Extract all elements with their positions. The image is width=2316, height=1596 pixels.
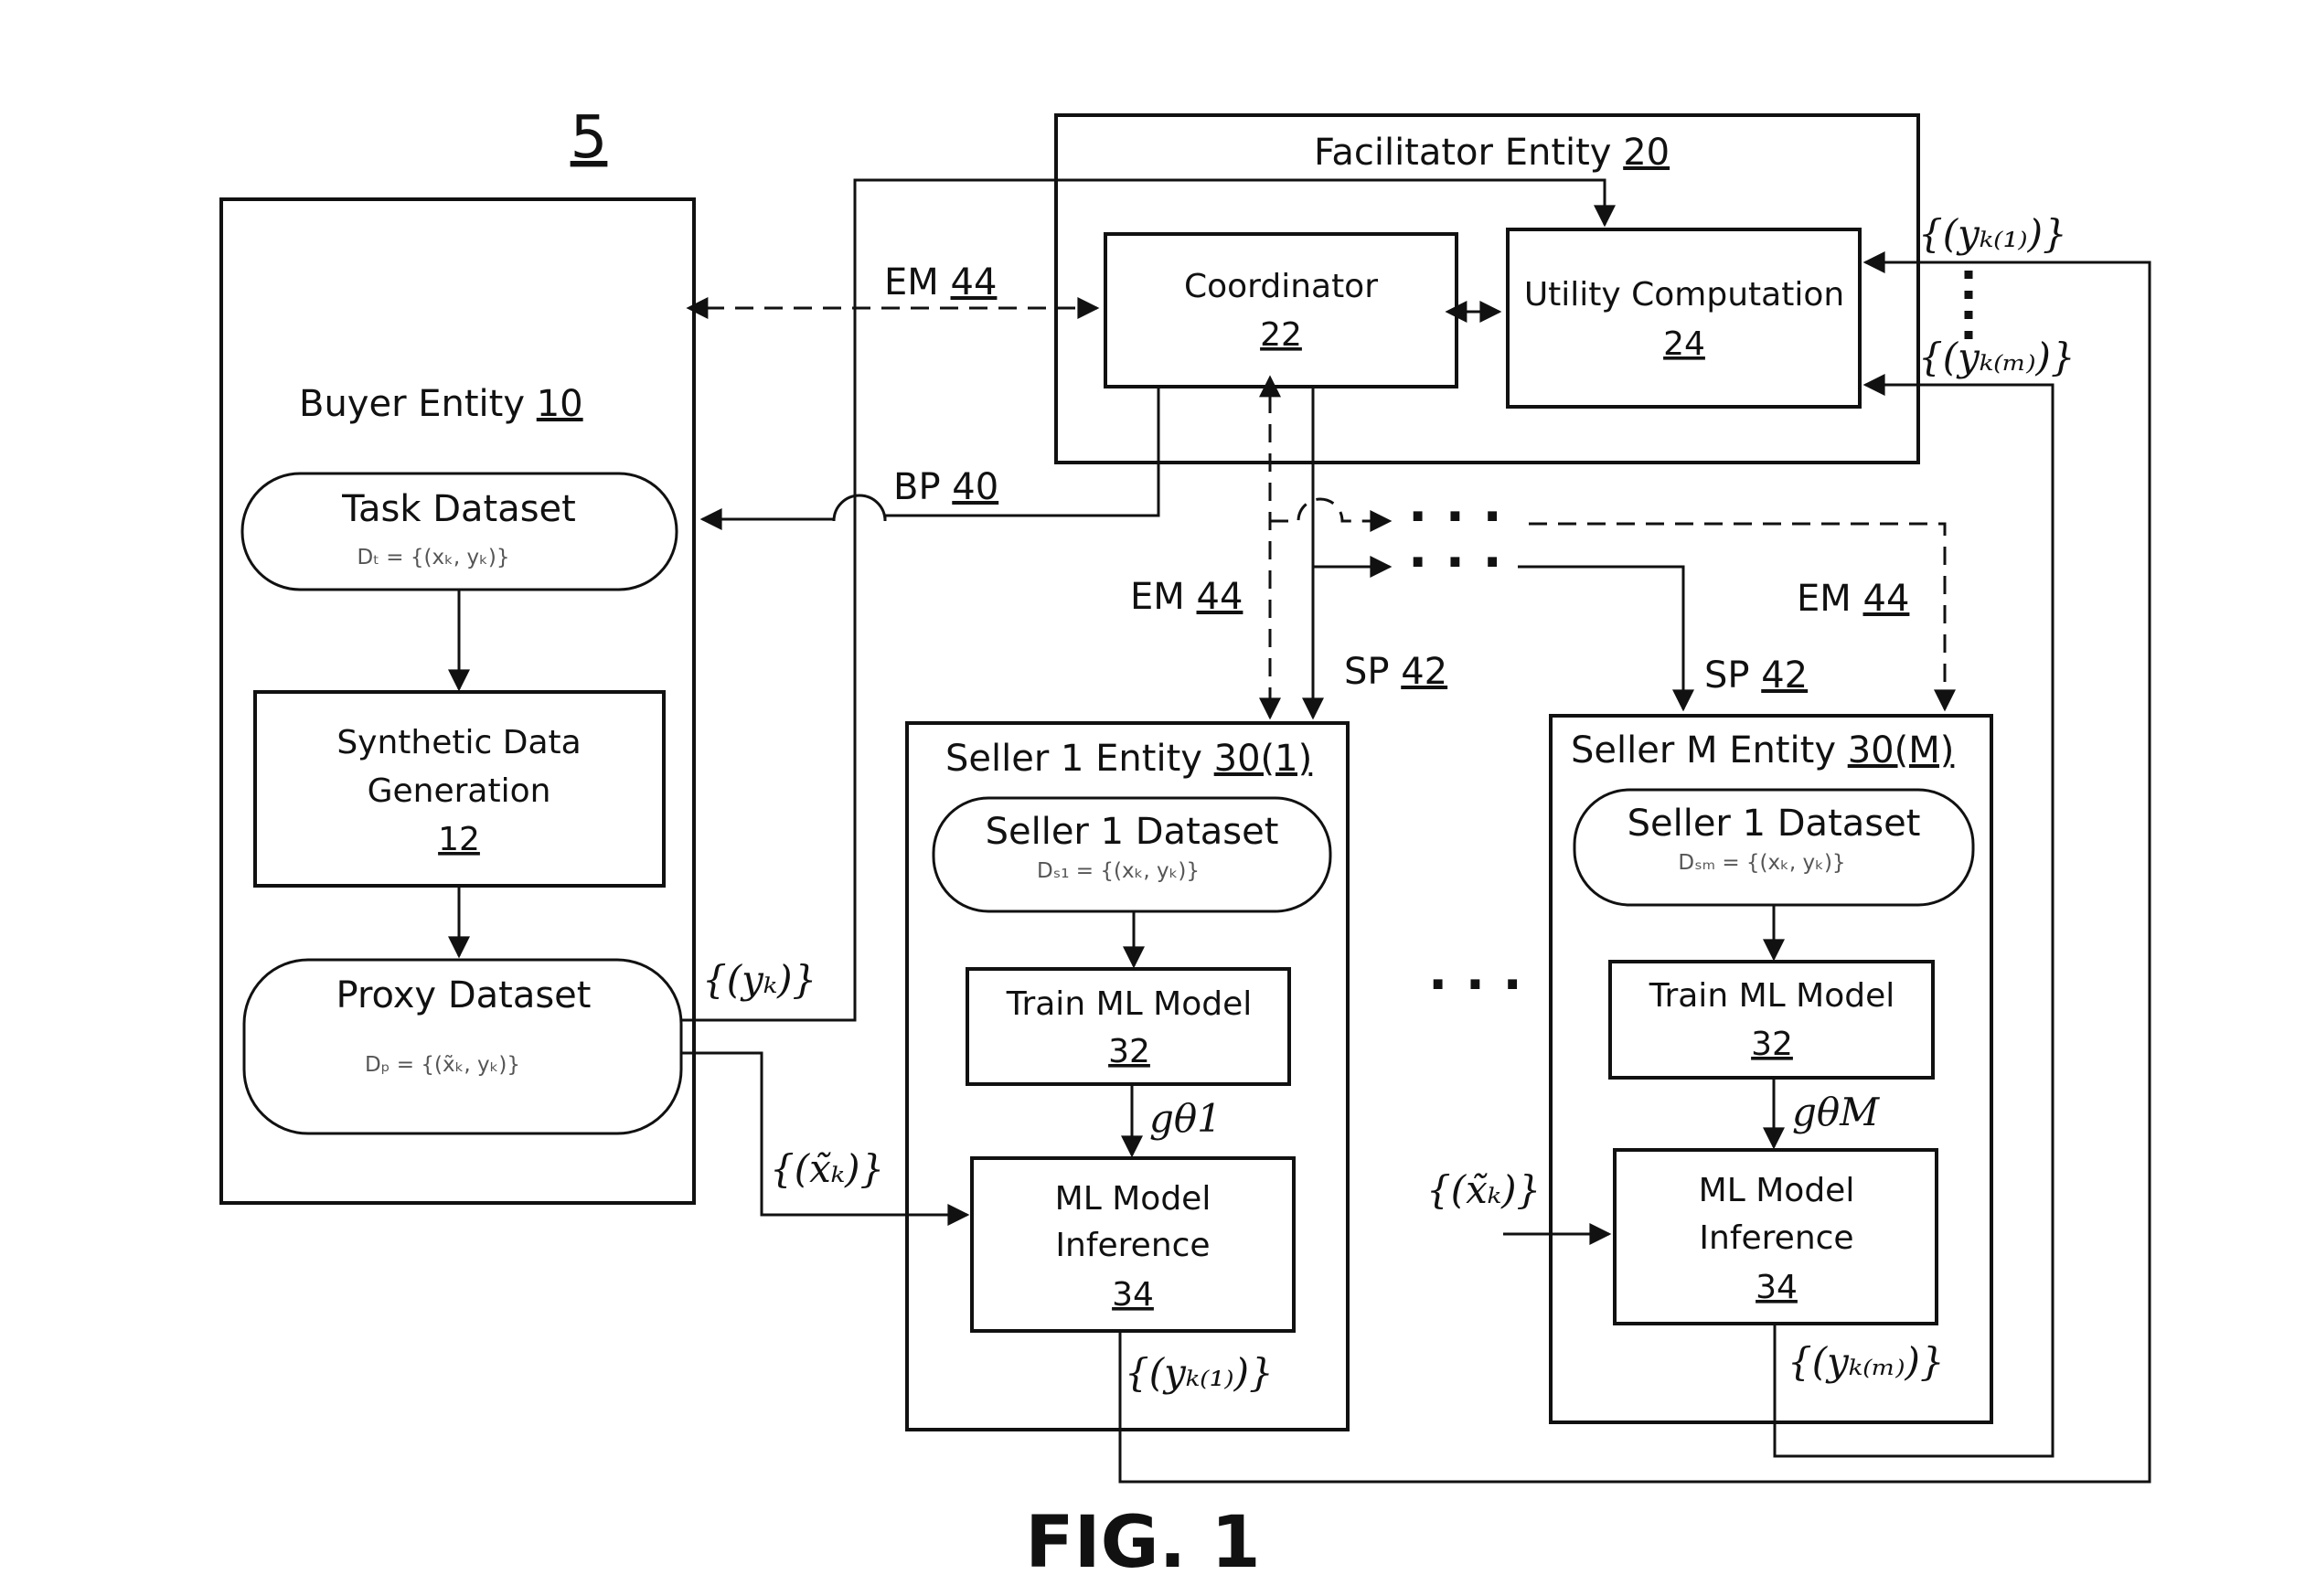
em-label-seller-1: EM 44 bbox=[1130, 576, 1243, 618]
seller-1-dataset-formula: Dₛ₁ = {(xₖ, yₖ)} bbox=[1037, 859, 1200, 883]
buyer-entity-box bbox=[219, 197, 696, 1205]
em-to-seller-m-link bbox=[1529, 522, 1956, 712]
facilitator-entity: Facilitator Entity 20 Coordinator 22 Uti… bbox=[1054, 113, 1920, 464]
sp-label-seller-m: SP 42 bbox=[1704, 654, 1808, 697]
proxy-dataset-label: Proxy Dataset bbox=[336, 974, 592, 1016]
coordinator-label: Coordinator bbox=[1184, 268, 1378, 305]
ykm-seller-m-to-utility-link bbox=[1773, 374, 2055, 1458]
utility-computation-ref: 24 bbox=[1663, 325, 1705, 363]
seller-m-inference-line1: ML Model bbox=[1699, 1172, 1855, 1209]
seller-m-train-node bbox=[1608, 960, 1935, 1080]
seller-1-dataset-node bbox=[932, 796, 1332, 913]
seller-m-model-param: gθM bbox=[1792, 1090, 1880, 1134]
sp-to-seller-m-link bbox=[1518, 565, 1694, 712]
buyer-entity-title: Buyer Entity 10 bbox=[299, 383, 583, 425]
em-ellipsis: · · · bbox=[1408, 487, 1502, 547]
seller-m-train-ref: 32 bbox=[1751, 1026, 1793, 1063]
seller-m-entity-title: Seller M Entity 30(M) bbox=[1571, 729, 1954, 771]
sp-label-seller-1: SP 42 bbox=[1344, 651, 1447, 693]
seller-1-inference-ref: 34 bbox=[1112, 1276, 1154, 1314]
sp-ellipsis: · · · bbox=[1408, 533, 1502, 592]
synthetic-line2: Generation bbox=[368, 772, 551, 810]
seller-m-entity: Seller M Entity 30(M) Seller 1 Dataset D… bbox=[1549, 714, 1993, 1424]
facilitator-entity-box bbox=[1054, 113, 1920, 464]
yk1-seller-1-to-utility-link bbox=[1118, 251, 2151, 1484]
seller-1-model-param: gθ1 bbox=[1149, 1096, 1222, 1141]
seller-m-dataset-label: Seller 1 Dataset bbox=[1628, 803, 1921, 845]
seller-1-train-label: Train ML Model bbox=[1006, 985, 1252, 1023]
seller-1-train-node bbox=[966, 967, 1291, 1086]
seller-m-train-label: Train ML Model bbox=[1649, 977, 1894, 1015]
task-dataset-formula: Dₜ = {(xₖ, yₖ)} bbox=[357, 546, 509, 569]
bp-label: BP 40 bbox=[893, 466, 998, 508]
seller-1-entity-title: Seller 1 Entity 30(1) bbox=[945, 738, 1312, 780]
yk-label: {(yₖ)} bbox=[702, 957, 816, 1002]
buyer-entity: Buyer Entity 10 Task Dataset Dₜ = {(xₖ, … bbox=[219, 197, 696, 1205]
synthetic-line1: Synthetic Data bbox=[336, 724, 581, 761]
utility-computation-label: Utility Computation bbox=[1524, 276, 1844, 314]
seller-m-entity-box bbox=[1549, 714, 1993, 1424]
utility-computation-node bbox=[1506, 228, 1862, 409]
seller-1-dataset-label: Seller 1 Dataset bbox=[986, 811, 1279, 853]
yk1-label-utility: {(yₖ₍₁₎)} bbox=[1918, 211, 2067, 256]
seller-1-entity-box bbox=[905, 721, 1350, 1431]
em-label-top: EM 44 bbox=[884, 261, 997, 303]
task-dataset-label: Task Dataset bbox=[341, 488, 576, 530]
yk-proxy-to-utility-link bbox=[681, 178, 1616, 1022]
seller-1-train-ref: 32 bbox=[1108, 1033, 1150, 1070]
coordinator-node bbox=[1104, 232, 1458, 388]
yk1-label-seller-1: {(yₖ₍₁₎)} bbox=[1125, 1350, 1274, 1395]
bp-coordinator-to-buyer-link bbox=[699, 387, 1160, 530]
figure-caption: FIG. 1 bbox=[1025, 1502, 1260, 1584]
ykm-label-utility: {(yₖ₍ₘ₎)} bbox=[1918, 335, 2076, 379]
figure-number: 5 bbox=[571, 104, 608, 172]
xk-label-seller-m: {(x̃ₖ)} bbox=[1426, 1167, 1541, 1212]
ykm-label-seller-m: {(yₖ₍ₘ₎)} bbox=[1788, 1339, 1945, 1384]
synthetic-ref: 12 bbox=[438, 821, 480, 858]
facilitator-entity-title: Facilitator Entity 20 bbox=[1314, 132, 1670, 174]
seller-m-inference-line2: Inference bbox=[1699, 1219, 1853, 1257]
seller-m-inference-ref: 34 bbox=[1756, 1269, 1798, 1306]
em-branch-arrow bbox=[1270, 497, 1393, 532]
sellers-ellipsis: · · · bbox=[1428, 955, 1522, 1015]
seller-1-inference-line2: Inference bbox=[1055, 1227, 1210, 1264]
proxy-dataset-formula: Dₚ = {(x̃ₖ, yₖ)} bbox=[365, 1053, 520, 1077]
seller-1-entity: Seller 1 Entity 30(1) Seller 1 Dataset D… bbox=[905, 721, 1350, 1431]
seller-1-inference-line1: ML Model bbox=[1055, 1180, 1211, 1218]
seller-1-inference-node bbox=[970, 1156, 1296, 1333]
proxy-dataset-node bbox=[242, 958, 683, 1135]
coordinator-ref: 22 bbox=[1260, 316, 1302, 354]
xk-label-seller-1: {(x̃ₖ)} bbox=[770, 1146, 884, 1191]
seller-m-dataset-formula: Dₛₘ = {(xₖ, yₖ)} bbox=[1678, 851, 1845, 875]
xk-proxy-to-seller-1-link bbox=[681, 1051, 970, 1226]
em-label-seller-m: EM 44 bbox=[1797, 578, 1909, 620]
